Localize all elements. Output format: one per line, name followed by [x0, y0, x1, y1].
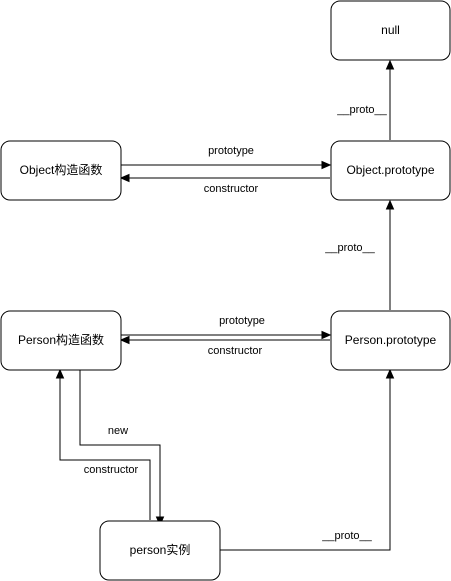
edge-inst-constructor: [55, 368, 151, 520]
label-inst-proto: __proto__: [321, 530, 372, 542]
edge-obj-prototype: [121, 160, 332, 170]
node-person-instance[interactable]: person实例: [99, 520, 221, 581]
edge-objproto-to-null: [385, 59, 395, 140]
arrowhead-up: [55, 368, 65, 379]
arrowhead-right: [321, 330, 332, 340]
label-new: new: [108, 425, 128, 437]
svg-text:Person.prototype: Person.prototype: [345, 333, 437, 347]
label-objproto-to-null: __proto__: [336, 104, 387, 116]
edge-new: [79, 370, 165, 527]
edge-personproto-to-objproto: [385, 199, 395, 310]
arrowhead-up: [385, 368, 395, 379]
node-person-prototype[interactable]: Person.prototype: [330, 310, 451, 371]
node-null[interactable]: null: [330, 0, 451, 61]
arrowhead-right: [321, 160, 332, 170]
svg-text:Object.prototype: Object.prototype: [346, 163, 434, 177]
svg-text:null: null: [381, 23, 400, 37]
edge-inst-proto: [220, 368, 395, 551]
label-obj-constructor: constructor: [204, 183, 259, 195]
label-personproto-to-objproto: __proto__: [324, 242, 375, 254]
label-person-prototype: prototype: [219, 315, 265, 327]
arrowhead-left: [119, 173, 130, 183]
svg-text:Person构造函数: Person构造函数: [18, 332, 104, 347]
edge-person-prototype: [121, 330, 332, 340]
arrowhead-up: [385, 59, 395, 70]
edge-obj-constructor: [119, 173, 330, 183]
node-object-constructor[interactable]: Object构造函数: [0, 140, 122, 201]
arrowhead-up: [385, 199, 395, 210]
node-object-prototype[interactable]: Object.prototype: [330, 140, 451, 201]
label-person-constructor: constructor: [208, 345, 263, 357]
label-inst-constructor: constructor: [84, 464, 139, 476]
node-person-constructor[interactable]: Person构造函数: [0, 310, 122, 371]
svg-text:Object构造函数: Object构造函数: [20, 162, 103, 177]
arrowhead-left: [119, 335, 130, 345]
svg-text:person实例: person实例: [130, 542, 191, 557]
edge-person-constructor: [119, 335, 330, 345]
label-obj-prototype: prototype: [208, 145, 254, 157]
